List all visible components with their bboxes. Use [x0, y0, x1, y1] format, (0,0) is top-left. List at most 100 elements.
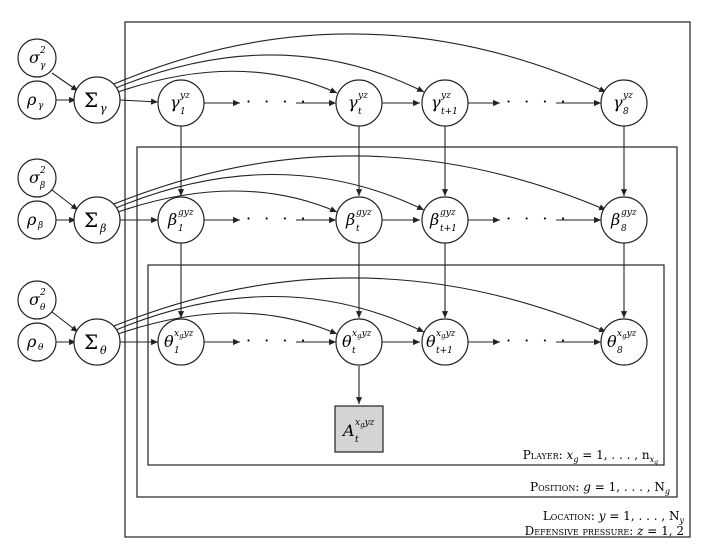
edge-sigma2-gamma	[51, 72, 79, 92]
edge-Sbeta-b8	[113, 155, 607, 211]
edge-Sgamma-gt1	[115, 54, 425, 93]
svg-text:β: β	[37, 221, 43, 231]
defensive-pressure-plate-label: Defensive pressure: z = 1, 2	[525, 524, 684, 538]
svg-text:yz: yz	[357, 91, 368, 101]
svg-text:β: β	[39, 181, 45, 191]
svg-text:gyz: gyz	[621, 208, 637, 218]
svg-text:gyz: gyz	[440, 208, 456, 218]
svg-text:t+1: t+1	[440, 224, 457, 234]
beta-node-1: β gyz 1	[157, 196, 205, 244]
beta-dots-1: · · · ·	[246, 209, 310, 228]
svg-text:t: t	[355, 435, 359, 445]
svg-text:ρ: ρ	[26, 90, 37, 109]
svg-text:θ: θ	[100, 344, 107, 357]
gamma-dots-1: · · · ·	[246, 92, 310, 111]
gamma-node-8: γ yz 8	[600, 79, 648, 127]
svg-text:t: t	[352, 346, 356, 356]
svg-text:σ: σ	[29, 290, 41, 309]
svg-text:γ: γ	[348, 93, 358, 112]
sigma2-gamma-node: σ 2 γ	[17, 38, 57, 78]
location-plate-label: Location: y = 1, . . . , Ny	[543, 509, 685, 525]
svg-text:θ: θ	[342, 332, 352, 351]
Sigma-beta-node: Σ β	[73, 196, 121, 244]
svg-text:β: β	[610, 210, 620, 229]
svg-text:Σ: Σ	[84, 330, 98, 354]
rho-theta-node: ρ θ	[17, 322, 57, 362]
svg-text:Σ: Σ	[84, 88, 98, 112]
beta-node-t1: β gyz t+1	[421, 196, 469, 244]
gamma-node-t1: γ yz t+1	[421, 79, 469, 127]
svg-text:θ: θ	[164, 332, 174, 351]
svg-text:A: A	[341, 421, 355, 440]
svg-text:2: 2	[39, 46, 46, 56]
beta-node-8: β gyz 8	[600, 196, 648, 244]
svg-text:1: 1	[180, 107, 186, 117]
svg-text:t+1: t+1	[441, 107, 458, 117]
sigma2-beta-node: σ 2 β	[17, 158, 57, 198]
svg-text:γ: γ	[100, 102, 107, 115]
location-plate	[124, 21, 691, 538]
rho-beta-node: ρ β	[17, 200, 57, 240]
svg-text:β: β	[345, 210, 355, 229]
theta-node-8: θ xgyz 8	[600, 318, 648, 366]
Sigma-gamma-node: Σ γ	[73, 76, 121, 124]
svg-text:xgyz: xgyz	[174, 329, 194, 340]
svg-text:1: 1	[174, 346, 180, 356]
theta-node-1: θ xgyz 1	[157, 318, 205, 366]
player-plate-label: Player: xg = 1, . . . , nxg	[523, 448, 658, 466]
position-plate-label: Position: g = 1, . . . , Ng	[530, 480, 670, 496]
svg-text:ρ: ρ	[26, 210, 37, 229]
svg-text:t: t	[356, 224, 360, 234]
edge-Sbeta-bt	[117, 190, 338, 213]
gamma-node-t: γ yz t	[335, 79, 383, 127]
svg-text:t+1: t+1	[436, 346, 453, 356]
svg-text:θ: θ	[607, 332, 617, 351]
edge-Stheta-tht	[117, 312, 338, 335]
beta-node-t: β gyz t	[335, 196, 383, 244]
svg-text:γ: γ	[38, 101, 44, 111]
edge-Sgamma-g8	[113, 33, 607, 93]
edge-Sgamma-gt	[117, 70, 338, 94]
svg-text:8: 8	[623, 107, 629, 117]
theta-node-t: θ xgyz t	[335, 318, 383, 366]
svg-text:xgyz: xgyz	[436, 329, 456, 340]
svg-text:1: 1	[178, 224, 184, 234]
svg-text:xgyz: xgyz	[352, 329, 372, 340]
svg-text:β: β	[429, 210, 439, 229]
svg-text:yz: yz	[179, 91, 190, 101]
svg-text:γ: γ	[170, 93, 180, 112]
svg-text:2: 2	[39, 288, 46, 298]
position-plate	[136, 146, 678, 498]
svg-text:γ: γ	[613, 93, 623, 112]
edge-Stheta-tht1	[115, 295, 425, 333]
gamma-node-1: γ yz 1	[157, 79, 205, 127]
svg-text:xgyz: xgyz	[355, 418, 375, 429]
gamma-dots-2: · · · ·	[506, 92, 570, 111]
svg-text:gyz: gyz	[356, 208, 372, 218]
sigma2-theta-node: σ 2 θ	[17, 280, 57, 320]
svg-text:yz: yz	[622, 91, 633, 101]
svg-text:θ: θ	[38, 343, 44, 353]
svg-text:γ: γ	[40, 61, 46, 71]
player-plate	[147, 264, 665, 466]
svg-text:σ: σ	[29, 48, 41, 67]
svg-text:β: β	[167, 210, 177, 229]
Sigma-theta-node: Σ θ	[73, 318, 121, 366]
theta-dots-2: · · · ·	[506, 331, 570, 350]
svg-text:θ: θ	[426, 332, 436, 351]
edge-sigma2-theta	[51, 311, 79, 333]
theta-dots-1: · · · ·	[246, 331, 310, 350]
theta-node-t1: θ xgyz t+1	[421, 318, 469, 366]
svg-text:θ: θ	[40, 303, 46, 313]
svg-text:σ: σ	[29, 168, 41, 187]
edge-sigma2-beta	[51, 189, 79, 211]
edge-Sgamma-g1	[119, 98, 159, 105]
beta-dots-2: · · · ·	[506, 209, 570, 228]
svg-text:β: β	[99, 222, 106, 235]
svg-text:8: 8	[621, 224, 627, 234]
edge-Sbeta-bt1	[115, 173, 425, 211]
svg-text:t: t	[358, 107, 362, 117]
svg-text:8: 8	[617, 346, 623, 356]
svg-text:2: 2	[39, 166, 46, 176]
